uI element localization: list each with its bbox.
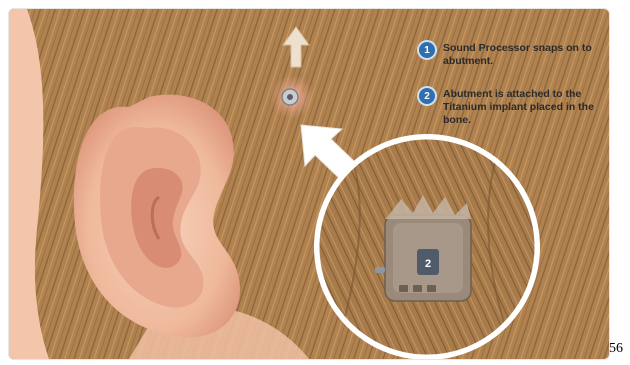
- callout-2-number: 2: [419, 88, 435, 104]
- callout-2-text: Abutment is attached to the Titanium imp…: [443, 88, 607, 127]
- callout-2: 2 Abutment is attached to the Titanium i…: [419, 88, 607, 127]
- callout-1-text: Sound Processor snaps on to abutment.: [443, 42, 607, 68]
- abutment-icon: [282, 89, 298, 105]
- sound-processor-label: 2: [425, 258, 431, 270]
- callout-1-number: 1: [419, 42, 435, 58]
- bone-anchored-hearing-illustration: 2 1 Sound Processor snaps on to abutment…: [8, 8, 610, 360]
- callout-1: 1 Sound Processor snaps on to abutment.: [419, 42, 607, 68]
- page-number: 56: [609, 341, 623, 357]
